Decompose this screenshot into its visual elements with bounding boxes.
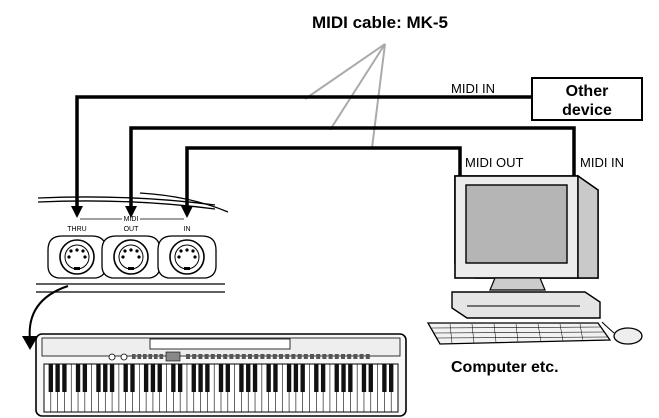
- jack-in: [157, 235, 217, 279]
- jack-label-thru: THRU: [67, 226, 86, 233]
- jack-group-label-midi: MIDI: [124, 216, 139, 223]
- jack-label-in: IN: [184, 226, 191, 233]
- computer-label: Computer etc.: [451, 359, 559, 376]
- curved-arrow-to-keyboard: [28, 285, 69, 341]
- cable-out-to-computer-in: [129, 126, 576, 208]
- rear-panel: [36, 192, 229, 293]
- other-device-box: [531, 77, 643, 121]
- cable-arrowheads: [71, 206, 193, 218]
- jack-out: [101, 235, 161, 279]
- computer-illustration: [426, 174, 643, 345]
- cable-in-to-computer-out: [185, 146, 462, 208]
- cable-label: MIDI cable: MK-5: [312, 13, 448, 32]
- other-device-label-2: device: [562, 102, 612, 119]
- midi-out-label-computer: MIDI OUT: [465, 155, 524, 170]
- jack-label-out: OUT: [124, 226, 140, 233]
- other-device-label-1: Other: [566, 83, 609, 100]
- curved-arrow-head: [22, 336, 38, 350]
- midi-in-label-computer: MIDI IN: [580, 155, 624, 170]
- digital-piano-illustration: [35, 333, 407, 417]
- jack-thru: [47, 235, 107, 279]
- midi-in-label-other: MIDI IN: [451, 81, 495, 96]
- cable-thru-to-other-device: [75, 95, 532, 208]
